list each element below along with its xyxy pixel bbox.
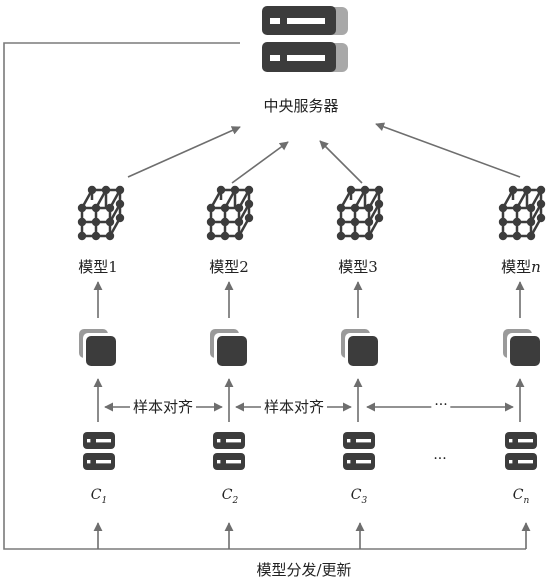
sample-alignment-label-1: 样本对齐 [129, 398, 197, 416]
alignment-ellipsis: ··· [431, 396, 451, 414]
local-data-3-icon [341, 329, 378, 366]
local-data-2-icon [210, 329, 247, 366]
client-3-label: C3 [350, 487, 368, 506]
model-3-label: 模型3 [338, 258, 378, 276]
upload-arrow-3 [319, 140, 363, 184]
model-n-label: 模型n [501, 258, 541, 276]
model-1-icon [76, 184, 126, 242]
upload-arrow-1 [127, 126, 241, 178]
client-3-server-icon [343, 432, 375, 470]
upload-arrow-n [375, 122, 521, 178]
sample-alignment-label-2: 样本对齐 [260, 398, 328, 416]
model-distribution-update-label: 模型分发/更新 [256, 561, 352, 579]
client-2-label: C2 [221, 487, 239, 506]
model-n-icon [497, 184, 547, 242]
clients-ellipsis: ··· [433, 451, 447, 467]
model-2-label: 模型2 [209, 258, 249, 276]
client-1-label: C1 [90, 487, 108, 506]
model-2-icon [205, 184, 255, 242]
upload-arrows [127, 122, 521, 184]
model-3-icon [335, 184, 385, 242]
distribution-loop-line [3, 42, 526, 550]
client-1-server-icon [83, 432, 115, 470]
central-server-icon [262, 6, 348, 72]
central-server-label: 中央服务器 [263, 97, 339, 115]
client-n-server-icon [505, 432, 537, 470]
vertical-arrows [93, 281, 531, 549]
upload-arrow-2 [231, 141, 289, 184]
client-2-server-icon [213, 432, 245, 470]
local-data-1-icon [79, 329, 116, 366]
client-n-label: Cn [512, 487, 530, 506]
local-data-n-icon [503, 329, 540, 366]
model-1-label: 模型1 [78, 258, 118, 276]
